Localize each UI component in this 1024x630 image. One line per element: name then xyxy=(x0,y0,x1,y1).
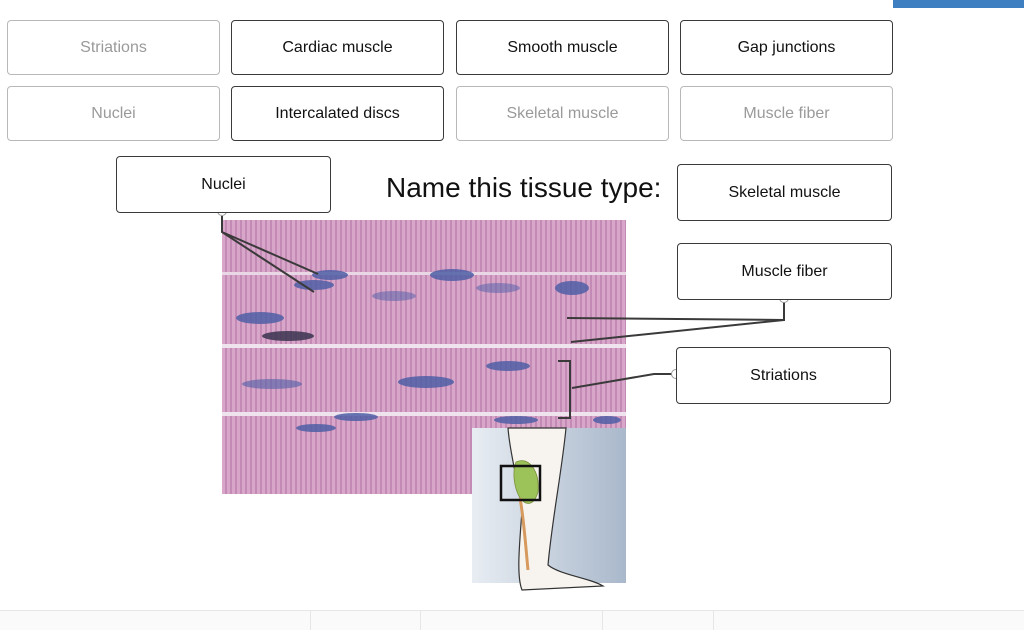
header-accent-bar xyxy=(893,0,1024,8)
bank-chip-nuclei[interactable]: Nuclei xyxy=(7,86,220,141)
drop-target-striations[interactable]: Striations xyxy=(676,347,891,404)
bank-chip-striations[interactable]: Striations xyxy=(7,20,220,75)
striations-leader-line xyxy=(558,360,676,419)
drop-target-nuclei[interactable]: Nuclei xyxy=(116,156,331,213)
drop-target-tissue-type[interactable]: Skeletal muscle xyxy=(677,164,892,221)
footer-bar xyxy=(0,610,1024,630)
bank-chip-smooth-muscle[interactable]: Smooth muscle xyxy=(456,20,669,75)
bank-chip-intercalated-discs[interactable]: Intercalated discs xyxy=(231,86,444,141)
nuclei-leader-line xyxy=(221,216,319,293)
inset-highlight-box xyxy=(499,464,542,502)
muscle-fiber-leader-line xyxy=(566,302,785,343)
bank-chip-gap-junctions[interactable]: Gap junctions xyxy=(680,20,893,75)
bank-chip-cardiac-muscle[interactable]: Cardiac muscle xyxy=(231,20,444,75)
bank-chip-muscle-fiber[interactable]: Muscle fiber xyxy=(680,86,893,141)
drop-target-muscle-fiber[interactable]: Muscle fiber xyxy=(677,243,892,300)
question-prompt: Name this tissue type: xyxy=(386,172,662,203)
leg-inset-illustration xyxy=(472,427,626,591)
bank-chip-skeletal-muscle[interactable]: Skeletal muscle xyxy=(456,86,669,141)
